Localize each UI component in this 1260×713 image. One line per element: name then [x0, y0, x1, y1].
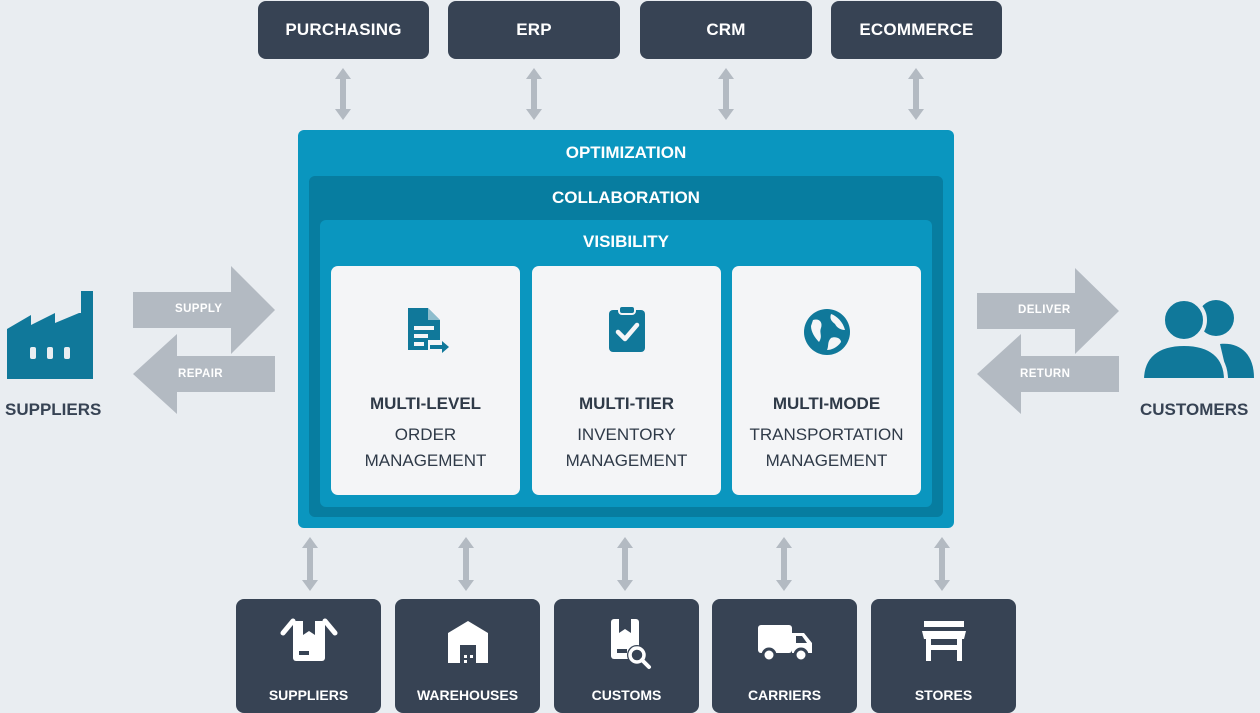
- supply-arrow: [133, 266, 275, 354]
- card-subtitle: MANAGEMENT: [765, 451, 888, 470]
- card-subtitle: ORDER: [394, 425, 457, 444]
- suppliers-label: SUPPLIERS: [5, 400, 102, 419]
- repair-label: REPAIR: [178, 368, 223, 380]
- double-arrow-icon: [335, 68, 351, 120]
- system-erp: ERP: [448, 1, 620, 59]
- package-box-icon: [280, 618, 337, 661]
- card-title: MULTI-MODE: [772, 394, 881, 413]
- card-title: MULTI-TIER: [578, 394, 675, 413]
- system-label: ECOMMERCE: [859, 20, 974, 39]
- customers-label: CUSTOMERS: [1140, 400, 1249, 419]
- card-order-management: MULTI-LEVEL ORDER MANAGEMENT: [331, 266, 520, 495]
- customs-inspection-icon: [610, 619, 651, 669]
- truck-icon: [757, 625, 812, 663]
- double-arrow-icon: [776, 537, 792, 591]
- deliver-label: DELIVER: [1018, 304, 1071, 316]
- system-label: ERP: [516, 20, 552, 39]
- partner-stores: STORES: [871, 599, 1016, 713]
- double-arrow-icon: [718, 68, 734, 120]
- partner-label: CARRIERS: [747, 687, 822, 703]
- order-document-icon: [407, 308, 450, 354]
- card-transportation-management: MULTI-MODE TRANSPORTATION MANAGEMENT: [732, 266, 921, 495]
- return-arrow: [977, 334, 1119, 414]
- double-arrow-icon: [908, 68, 924, 120]
- globe-icon: [803, 309, 850, 355]
- partner-suppliers: SUPPLIERS: [236, 599, 381, 713]
- system-crm: CRM: [640, 1, 812, 59]
- repair-arrow: [133, 334, 275, 414]
- partner-label: WAREHOUSES: [416, 687, 519, 703]
- store-icon: [921, 621, 966, 661]
- double-arrow-icon: [526, 68, 542, 120]
- factory-icon: [7, 291, 93, 379]
- collaboration-title: COLLABORATION: [552, 188, 700, 207]
- card-subtitle: TRANSPORTATION: [749, 425, 904, 444]
- double-arrow-icon: [458, 537, 474, 591]
- card-subtitle: INVENTORY: [577, 425, 676, 444]
- deliver-arrow: [977, 268, 1119, 354]
- optimization-title: OPTIMIZATION: [565, 143, 687, 162]
- return-label: RETURN: [1020, 368, 1071, 380]
- double-arrow-icon: [934, 537, 950, 591]
- system-label: CRM: [706, 20, 746, 39]
- double-arrow-icon: [302, 537, 318, 591]
- card-inventory-management: MULTI-TIER INVENTORY MANAGEMENT: [532, 266, 721, 495]
- card-subtitle: MANAGEMENT: [364, 451, 487, 470]
- warehouse-icon: [447, 621, 488, 663]
- partner-carriers: CARRIERS: [712, 599, 857, 713]
- partner-warehouses: WAREHOUSES: [395, 599, 540, 713]
- card-subtitle: MANAGEMENT: [565, 451, 688, 470]
- system-purchasing: PURCHASING: [258, 1, 429, 59]
- clipboard-check-icon: [608, 305, 645, 352]
- system-ecommerce: ECOMMERCE: [831, 1, 1002, 59]
- visibility-title: VISIBILITY: [583, 232, 669, 251]
- partner-label: SUPPLIERS: [268, 687, 349, 703]
- double-arrow-icon: [617, 537, 633, 591]
- partner-customs: CUSTOMS: [554, 599, 699, 713]
- partner-label: STORES: [914, 687, 973, 703]
- system-label: PURCHASING: [285, 20, 402, 39]
- partner-label: CUSTOMS: [591, 687, 662, 703]
- card-title: MULTI-LEVEL: [369, 394, 482, 413]
- supply-label: SUPPLY: [175, 303, 223, 315]
- customers-icon: [1140, 297, 1254, 382]
